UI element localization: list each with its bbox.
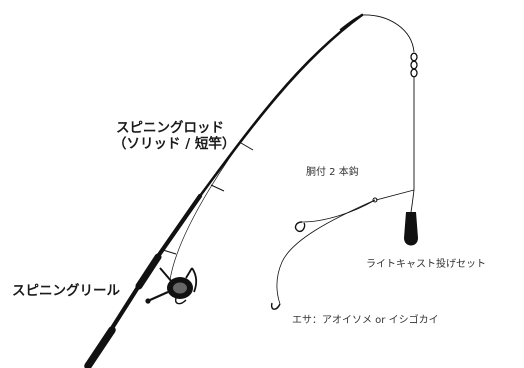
rig-line — [361, 14, 415, 53]
hook-icon — [294, 221, 306, 233]
spinning-reel-icon — [145, 267, 198, 305]
main-line — [169, 14, 363, 281]
rod-type-label: （ソリッド / 短竿） — [113, 136, 236, 152]
rod-grip-lower — [84, 326, 116, 368]
rod-grip-upper — [135, 253, 162, 290]
reel-label: スピニングリール — [12, 283, 120, 299]
rod-guide-1 — [240, 142, 254, 151]
rig-set-label: ライトキャスト投げセット — [366, 259, 486, 270]
hook-icon-lower — [270, 302, 281, 310]
swivel-icon — [410, 52, 418, 78]
sinker-icon — [404, 212, 418, 246]
rod-guide-2 — [210, 184, 225, 192]
bait-label: エサ：アオイソメ or イシゴカイ — [292, 315, 439, 326]
rod-blank — [198, 13, 364, 198]
rod-guide-3 — [162, 249, 177, 255]
rod-name-label: スピニングロッド — [116, 120, 224, 136]
dropper-upper — [301, 199, 376, 223]
dropper-lower — [276, 199, 376, 305]
leader-line — [410, 77, 415, 213]
hook-label: 胴付 2 本鈎 — [306, 167, 359, 178]
branch-connector — [375, 189, 415, 201]
branch-swivel — [372, 197, 378, 203]
